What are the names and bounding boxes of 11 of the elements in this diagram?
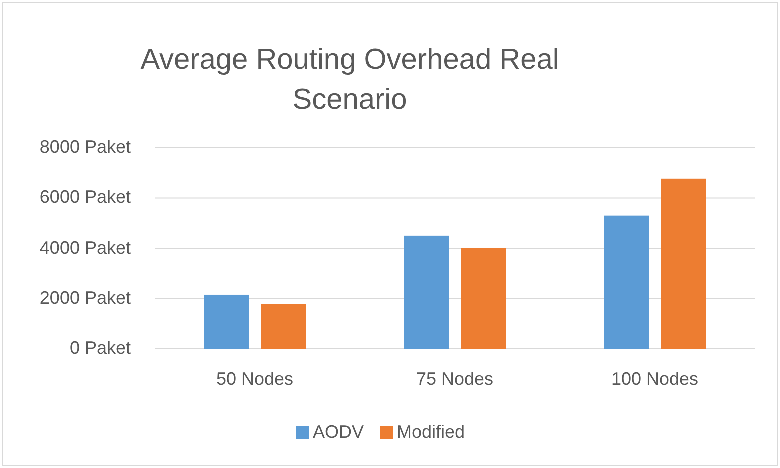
axis-tick-label: 0 Paket (68, 338, 131, 359)
axis-tick-label: 4000 Paket (38, 238, 131, 258)
axis-tick-label: 2000 Paket (38, 288, 131, 309)
legend-label: AODV (313, 422, 364, 443)
legend-label: Modified (397, 422, 466, 443)
category-label: 50 Nodes (215, 369, 295, 390)
category-label: 75 Nodes (415, 369, 495, 390)
axis-tick-label: 8000 Paket (38, 137, 131, 158)
category-label: 100 Nodes (610, 369, 700, 390)
axis-tick-label: 6000 Paket (38, 187, 131, 208)
chart-title: Average Routing Overhead Real Scenario (140, 43, 560, 118)
